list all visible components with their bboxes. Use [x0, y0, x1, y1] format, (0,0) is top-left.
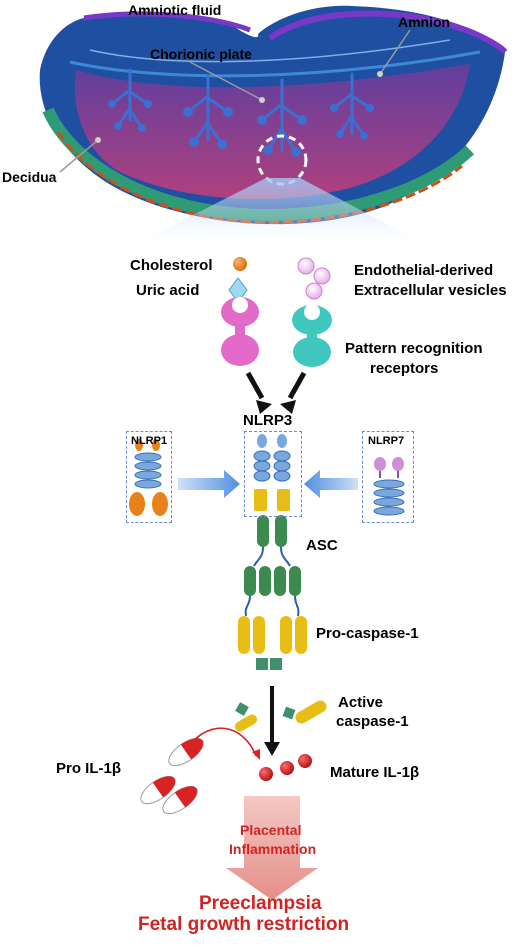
nlrp1-complex	[129, 439, 168, 516]
nlrp7-box	[362, 431, 414, 523]
mature-il1b-molecules	[259, 754, 312, 781]
nlrp1-label: NLRP1	[131, 435, 168, 447]
pro-il1b-label: Pro IL-1β	[56, 760, 121, 777]
nlrp3-box	[244, 431, 302, 517]
teal-receptor	[292, 304, 332, 367]
prr-label-line1: Pattern recognition	[345, 340, 483, 357]
processing-arrow	[191, 727, 257, 757]
cholesterol-molecule	[233, 257, 247, 271]
outcome-fgr: Fetal growth restriction	[138, 914, 350, 935]
amniotic-fluid-label: Amniotic fluid	[128, 2, 222, 18]
inflammation-label-line2: Inflammation	[229, 841, 317, 857]
nlrp7-complex	[373, 457, 405, 516]
decidua-label: Decidua	[2, 169, 57, 185]
pro-il1b-molecules	[140, 737, 204, 815]
asc-label: ASC	[306, 537, 338, 554]
active-caspase-label-line2: caspase-1	[336, 713, 409, 730]
ev-label-line1: Endothelial-derived	[354, 262, 494, 279]
cholesterol-label: Cholesterol	[130, 257, 213, 274]
nlrp7-label: NLRP7	[368, 435, 405, 447]
uric-acid-label: Uric acid	[136, 282, 200, 299]
pro-caspase-label: Pro-caspase-1	[316, 625, 419, 642]
inflammation-label-line1: Placental	[240, 822, 302, 838]
asc-adaptor	[244, 515, 301, 617]
nlrp1-to-nlrp3-arrow	[178, 470, 240, 498]
nlrp7-to-nlrp3-arrow	[304, 470, 358, 498]
amnion-label: Amnion	[398, 14, 451, 30]
ev-label-line2: Extracellular vesicles	[354, 282, 507, 299]
pro-caspase-1	[238, 616, 307, 670]
extracellular-vesicles	[297, 257, 331, 300]
prr-label-line2: receptors	[370, 360, 439, 377]
outcome-preeclampsia: Preeclampsia	[199, 893, 322, 914]
pink-receptor	[221, 297, 259, 366]
mature-il1b-label: Mature IL-1β	[330, 764, 420, 781]
nlrp3-complex	[253, 434, 291, 511]
chorionic-plate-label: Chorionic plate	[150, 46, 252, 62]
nlrp3-label: NLRP3	[243, 412, 293, 429]
inflammation-arrow	[226, 796, 318, 900]
active-caspase-1	[234, 700, 327, 732]
zoom-beam	[120, 178, 440, 252]
active-caspase-label-line1: Active	[338, 694, 384, 711]
nlrp1-box	[126, 431, 172, 523]
